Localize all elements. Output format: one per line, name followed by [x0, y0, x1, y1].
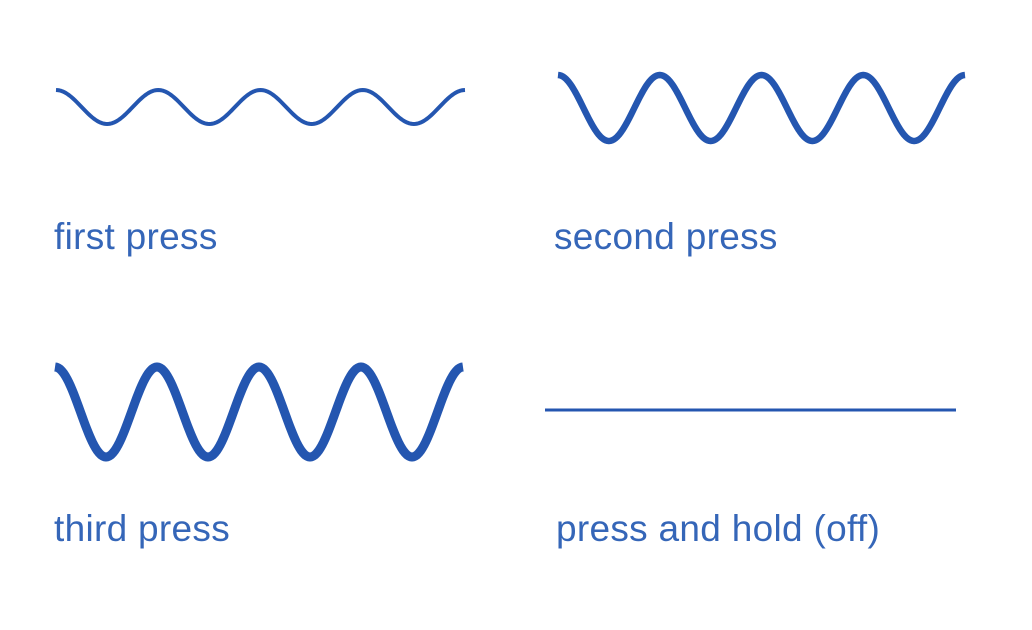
caption-press-and-hold: press and hold (off): [556, 508, 881, 549]
caption-first-press: first press: [54, 216, 218, 257]
caption-third-press: third press: [54, 508, 231, 549]
caption-second-press: second press: [554, 216, 778, 257]
waveform-3: [52, 362, 466, 462]
waveform-1: [55, 88, 466, 126]
waveform-2: [556, 71, 967, 145]
